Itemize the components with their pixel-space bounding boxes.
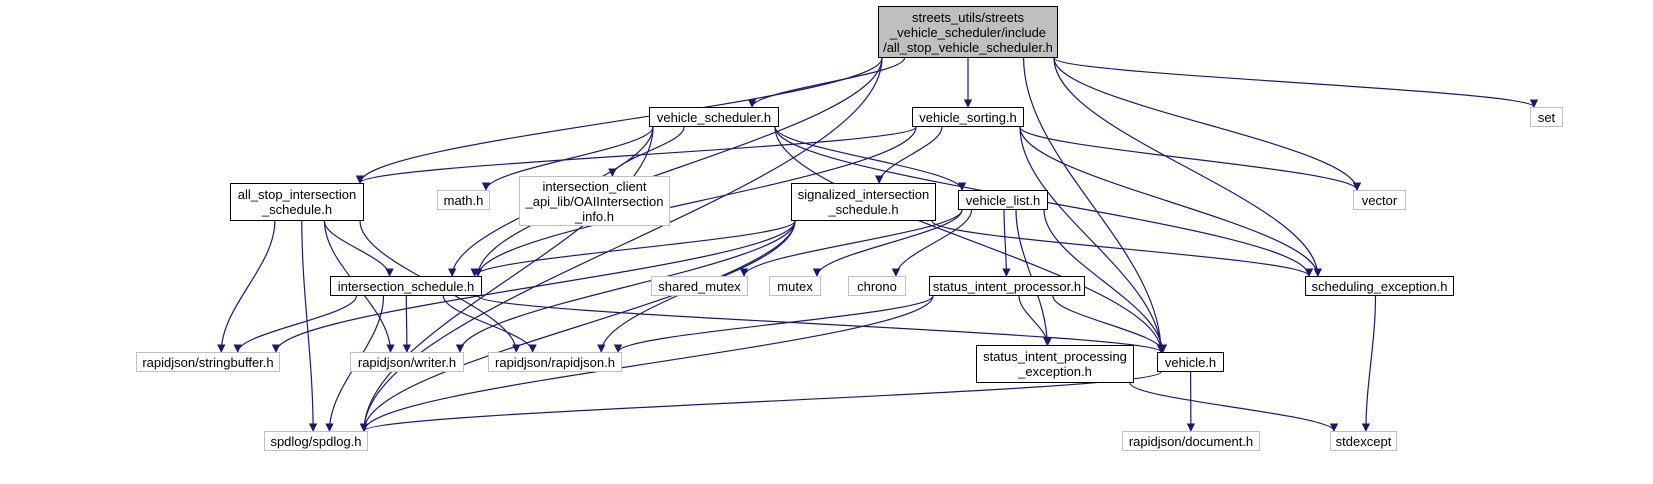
node-label: chrono — [857, 278, 897, 294]
node-signalized-intersection-schedule[interactable]: signalized_intersection _schedule.h — [791, 183, 936, 221]
node-intersection-schedule[interactable]: intersection_schedule.h — [330, 276, 482, 296]
node-rapidjson: rapidjson/rapidjson.h — [488, 352, 622, 372]
node-label: scheduling_exception.h — [1311, 278, 1448, 294]
node-math: math.h — [437, 190, 490, 210]
edge-root-to-vector — [1053, 57, 1362, 191]
edge-all-stop-intersection-schedule-to-stringbuffer — [217, 220, 276, 353]
node-label: status_intent_processor.h — [932, 278, 1082, 294]
node-label: rapidjson/writer.h — [357, 354, 457, 370]
node-label: rapidjson/rapidjson.h — [495, 354, 615, 370]
node-status-intent-processing-exception[interactable]: status_intent_processing _exception.h — [976, 345, 1134, 383]
node-set: set — [1530, 107, 1563, 127]
edges-layer — [217, 57, 1538, 432]
edge-vehicle-list-to-chrono — [891, 209, 973, 277]
edge-vehicle-list-to-vehicle — [1043, 209, 1167, 353]
edge-root-to-set — [1053, 57, 1538, 108]
node-stdexcept: stdexcept — [1330, 431, 1397, 451]
node-vehicle-scheduler[interactable]: vehicle_scheduler.h — [649, 107, 779, 127]
node-label: vector — [1361, 192, 1398, 208]
node-vehicle[interactable]: vehicle.h — [1157, 352, 1224, 372]
edge-vehicle-sorting-to-intersection-schedule — [473, 126, 917, 277]
edge-status-intent-processing-exception-to-stdexcept — [1129, 382, 1339, 432]
edge-signalized-intersection-schedule-to-stringbuffer — [271, 220, 796, 353]
edge-intersection-schedule-to-vehicle — [477, 295, 1165, 353]
edge-signalized-intersection-schedule-to-scheduling-exception — [931, 220, 1314, 277]
node-label: intersection_schedule.h — [337, 278, 475, 294]
edge-vehicle-scheduler-to-spdlog — [359, 126, 654, 432]
node-vehicle-list[interactable]: vehicle_list.h — [958, 190, 1048, 210]
edge-all-stop-intersection-schedule-to-intersection-schedule — [323, 220, 394, 277]
edge-vehicle-scheduler-to-math — [481, 126, 654, 191]
node-status-intent-processor[interactable]: status_intent_processor.h — [929, 276, 1085, 296]
edge-root-to-spdlog — [359, 57, 883, 432]
node-label: rapidjson/stringbuffer.h — [142, 354, 274, 370]
node-label: signalized_intersection _schedule.h — [797, 187, 930, 217]
node-mutex: mutex — [769, 276, 821, 296]
edge-status-intent-processor-to-rapidjson — [613, 295, 934, 353]
node-label: stdexcept — [1335, 433, 1392, 449]
edge-vehicle-sorting-to-vehicle — [1019, 126, 1166, 353]
node-label: shared_mutex — [658, 278, 741, 294]
node-document: rapidjson/document.h — [1122, 431, 1260, 451]
node-chrono: chrono — [848, 276, 906, 296]
node-vector: vector — [1353, 190, 1406, 210]
edge-vehicle-sorting-to-scheduling-exception — [1019, 126, 1322, 277]
node-label: mutex — [777, 278, 813, 294]
edge-vehicle-list-to-status-intent-processor — [1002, 209, 1011, 277]
edge-status-intent-processor-to-status-intent-processing-exception — [1018, 295, 1052, 346]
edge-vehicle-scheduler-to-vehicle — [774, 126, 1166, 353]
node-label: spdlog/spdlog.h — [270, 433, 362, 449]
edge-root-to-vehicle-scheduler — [747, 57, 906, 108]
node-label: set — [1537, 109, 1556, 125]
edge-vehicle-sorting-to-signalized-intersection-schedule — [875, 126, 943, 184]
edge-signalized-intersection-schedule-to-intersection-schedule — [470, 220, 796, 277]
node-scheduling-exception[interactable]: scheduling_exception.h — [1305, 276, 1454, 296]
node-writer: rapidjson/writer.h — [350, 352, 464, 372]
node-label: vehicle_sorting.h — [919, 109, 1017, 125]
edge-status-intent-processor-to-spdlog — [359, 295, 934, 432]
edge-vehicle-list-to-mutex — [812, 209, 963, 277]
node-label: streets_utils/streets _vehicle_scheduler… — [883, 9, 1053, 55]
node-label: all_stop_intersection _schedule.h — [237, 187, 357, 217]
edge-all-stop-intersection-schedule-to-spdlog — [301, 220, 318, 432]
edge-intersection-schedule-to-rapidjson — [442, 295, 537, 353]
edge-vehicle-list-to-shared-mutex — [739, 209, 963, 277]
node-root[interactable]: streets_utils/streets _vehicle_scheduler… — [878, 6, 1058, 58]
edge-root-to-all-stop-intersection-schedule — [355, 57, 883, 184]
node-stringbuffer: rapidjson/stringbuffer.h — [136, 352, 280, 372]
edge-root-to-scheduling-exception — [1053, 57, 1322, 277]
edge-vehicle-sorting-to-all-stop-intersection-schedule — [356, 126, 917, 184]
edge-intersection-schedule-to-stringbuffer — [233, 295, 358, 353]
node-label: math.h — [443, 192, 484, 208]
edge-root-to-intersection-schedule — [473, 57, 883, 277]
edge-root-to-vehicle — [1023, 57, 1166, 353]
node-label: vehicle_scheduler.h — [656, 109, 772, 125]
edge-scheduling-exception-to-stdexcept — [1361, 295, 1377, 432]
edge-vehicle-sorting-to-vector — [1019, 126, 1362, 191]
node-label: rapidjson/document.h — [1128, 433, 1254, 449]
node-spdlog: spdlog/spdlog.h — [264, 431, 368, 451]
edge-intersection-schedule-to-writer — [402, 295, 412, 353]
edge-status-intent-processor-to-vehicle — [1052, 295, 1168, 353]
node-all-stop-intersection-schedule[interactable]: all_stop_intersection _schedule.h — [230, 183, 364, 221]
node-vehicle-sorting[interactable]: vehicle_sorting.h — [912, 107, 1024, 127]
node-label: vehicle_list.h — [965, 192, 1041, 208]
node-shared-mutex: shared_mutex — [651, 276, 748, 296]
node-label: vehicle.h — [1164, 354, 1217, 370]
node-oai-intersection-info: intersection_client _api_lib/OAIIntersec… — [519, 176, 670, 226]
edge-signalized-intersection-schedule-to-spdlog — [359, 220, 796, 432]
node-label: intersection_client _api_lib/OAIIntersec… — [525, 178, 664, 224]
edge-signalized-intersection-schedule-to-writer — [455, 220, 796, 353]
node-label: status_intent_processing _exception.h — [983, 349, 1127, 379]
